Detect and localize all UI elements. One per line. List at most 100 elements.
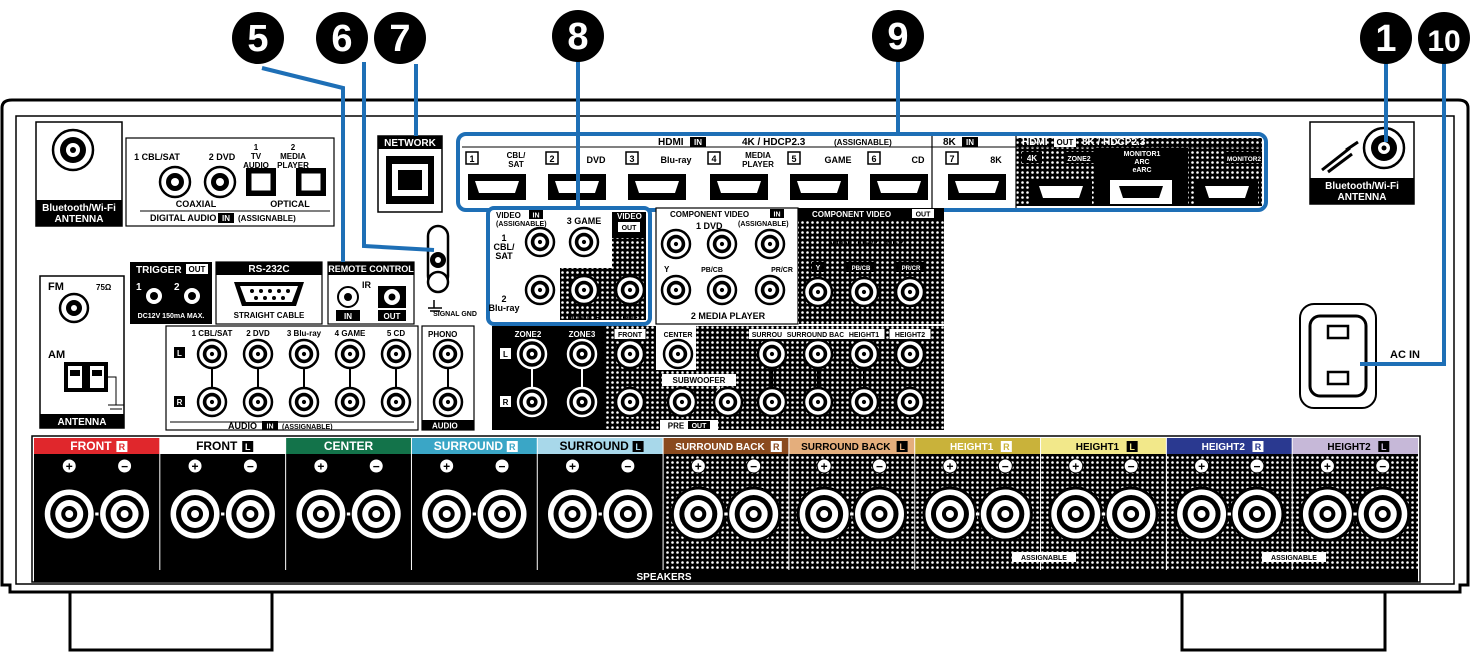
speaker-terminal-pair: +− [1174,438,1293,570]
svg-text:R: R [119,442,126,452]
svg-text:L: L [177,349,182,358]
svg-text:OUT: OUT [384,312,401,321]
pre-out-jack-icon [802,386,834,418]
svg-text:Y: Y [816,265,821,272]
svg-text:−: − [373,460,380,474]
svg-text:4K: 4K [1027,154,1037,163]
callout-9: 9 [872,10,924,62]
callout-number: 5 [247,18,268,60]
speaker-terminal-pair: +− [1299,458,1411,542]
svg-text:2: 2 [174,282,180,293]
rca-jack-icon [380,386,412,418]
zone-jack-icon [566,338,598,370]
svg-text:−: − [1379,460,1386,474]
pre-out-label: FRONT [618,332,643,339]
svg-text:HEIGHT2: HEIGHT2 [1327,442,1371,453]
pre-out-jack-icon [894,338,926,370]
svg-text:OUT: OUT [1057,138,1074,147]
svg-text:+: + [569,460,576,474]
phono-jack-icon [432,338,464,370]
svg-text:IN: IN [222,214,230,223]
svg-text:L: L [245,442,251,452]
chassis-feet [68,592,1387,652]
svg-text:−: − [750,460,757,474]
rca-jack-icon [380,338,412,370]
svg-text:+: + [66,460,73,474]
svg-text:IN: IN [267,424,274,431]
svg-text:DVD: DVD [586,155,606,165]
coaxial-jacks [158,165,237,199]
svg-text:L: L [635,442,641,452]
svg-text:(ASSIGNABLE): (ASSIGNABLE) [238,214,296,223]
svg-text:−: − [1253,460,1260,474]
ethernet-port-icon [398,170,422,190]
pre-out-label: HEIGHT1 [849,332,879,339]
svg-text:−: − [624,460,631,474]
svg-text:5: 5 [791,154,796,164]
zone-jack-icon [516,338,548,370]
svg-text:AUDIO: AUDIO [432,422,458,431]
svg-text:AUDIO: AUDIO [243,161,269,170]
analog-in-label: 2 DVD [246,329,270,338]
video-section: VIDEO IN (ASSIGNABLE) VIDEO OUT 1 CBL/ S… [486,206,944,326]
pre-out-label: CENTER [664,332,693,339]
pre-out-jack-icon [614,338,646,370]
svg-text:VIDEO: VIDEO [617,212,642,221]
svg-text:OPTICAL: OPTICAL [270,199,310,209]
pre-out-label: HEIGHT2 [895,332,925,339]
svg-text:FM: FM [48,281,64,293]
bt-left-line2: ANTENNA [55,214,104,225]
svg-text:L: L [1381,442,1387,452]
coax-label-2: 2 DVD [209,152,236,162]
ac-in-section: AC IN [1299,303,1420,409]
svg-text:AM: AM [48,349,65,361]
svg-text:IN: IN [533,213,540,220]
svg-text:ZONE2: ZONE2 [618,315,641,322]
svg-text:DC12V 150mA MAX.: DC12V 150mA MAX. [138,313,205,320]
video-out-jack-icon [568,274,600,306]
svg-text:MONITOR2: MONITOR2 [1227,156,1262,163]
svg-text:1: 1 [469,154,474,164]
hdmi-section: HDMI IN 4K / HDCP2.3 (ASSIGNABLE) 8K IN … [456,132,1268,212]
speaker-terminal-pair: +− [670,438,790,570]
component-in-jack-icon [706,274,738,306]
svg-text:6: 6 [871,154,876,164]
component-in-jack-icon [754,274,786,306]
svg-text:75Ω: 75Ω [96,283,112,292]
antenna-attach-icon [1321,140,1359,174]
svg-text:MONITOR1: MONITOR1 [1124,151,1161,158]
analog-in-label: 4 GAME [335,329,366,338]
svg-text:HDMI: HDMI [658,137,684,148]
component-in-jack-icon [706,228,738,260]
svg-text:−: − [1128,460,1135,474]
pre-out-jack-icon [802,338,834,370]
svg-text:+: + [1072,460,1079,474]
svg-text:MONITOR: MONITOR [568,315,601,322]
svg-text:2: 2 [716,385,721,394]
svg-text:MEDIA: MEDIA [280,152,306,161]
svg-text:PHONO: PHONO [428,330,457,339]
callout-number: 6 [331,18,352,60]
svg-text:ZONE2: ZONE2 [1067,156,1090,163]
svg-text:COMPONENT VIDEO: COMPONENT VIDEO [670,210,749,219]
svg-text:FRONT: FRONT [70,439,112,453]
speaker-terminal-pair: +− [1048,438,1167,570]
svg-text:IN: IN [694,138,702,147]
svg-text:Blu-ray: Blu-ray [660,155,691,165]
svg-text:4: 4 [711,154,716,164]
svg-text:VIDEO: VIDEO [496,211,521,220]
svg-text:IN: IN [966,138,974,147]
svg-text:+: + [695,460,702,474]
svg-text:4K / HDCP2.3: 4K / HDCP2.3 [742,137,806,148]
svg-text:1: 1 [501,233,506,243]
